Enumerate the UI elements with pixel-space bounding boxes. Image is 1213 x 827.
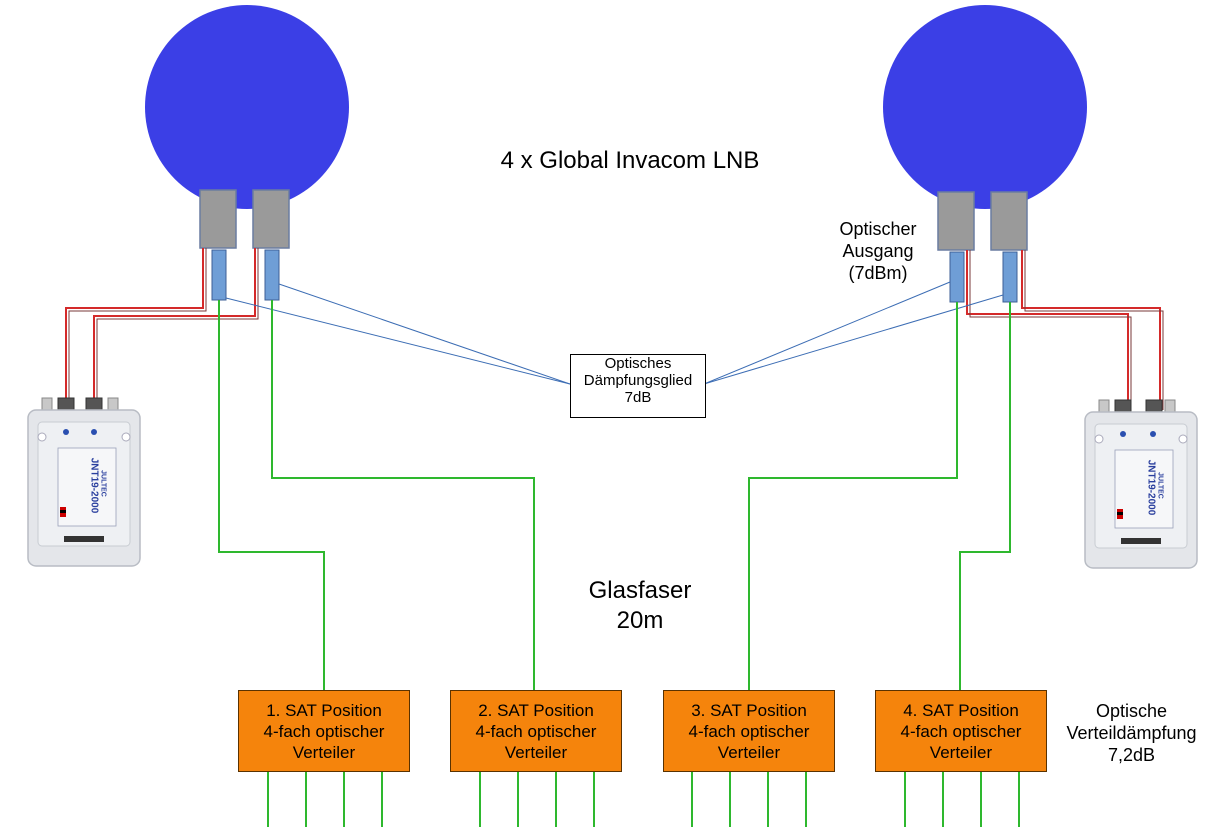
distributor-4-label: 4. SAT Position 4-fach optischer Verteil… (900, 700, 1022, 762)
coax-cable-left-2-shadow (96, 248, 259, 410)
attenuator-line-1 (225, 297, 571, 385)
coax-cable-right-1 (966, 250, 1129, 410)
fiber-label: Glasfaser 20m (588, 577, 692, 634)
lnb-3 (937, 191, 975, 251)
coax-cable-right-2-shadow (1024, 250, 1164, 410)
optical-connector-4 (1002, 251, 1018, 303)
distributor-2: 2. SAT Position 4-fach optischer Verteil… (450, 690, 622, 772)
coax-cable-left-1-shadow (68, 248, 207, 410)
distributor-outputs (267, 772, 1020, 827)
coax-cable-right-1-shadow (969, 250, 1132, 410)
optical-output-label: Optischer Ausgang (7dBm) (839, 219, 917, 283)
right-satellite-dish (883, 5, 1087, 209)
coax-cable-left-1 (65, 248, 204, 410)
left-power-supply (27, 397, 141, 567)
attenuator-line-3 (703, 281, 951, 385)
fiber-line-2 (271, 300, 535, 690)
lnb-4 (990, 191, 1028, 251)
fiber-line-1 (218, 300, 325, 690)
distribution-loss-label: Optische Verteildämpfung 7,2dB (1066, 701, 1197, 765)
power-supply-right-brand: JULTEC (1156, 472, 1164, 499)
lnb-1 (199, 189, 237, 249)
distributor-1-label: 1. SAT Position 4-fach optischer Verteil… (263, 700, 385, 762)
fiber-line-3 (748, 302, 958, 690)
distributor-4: 4. SAT Position 4-fach optischer Verteil… (875, 690, 1047, 772)
distributor-3-label: 3. SAT Position 4-fach optischer Verteil… (688, 700, 810, 762)
attenuator-line-4 (703, 294, 1004, 385)
left-satellite-dish (145, 5, 349, 209)
distributor-2-label: 2. SAT Position 4-fach optischer Verteil… (475, 700, 597, 762)
optical-connector-1 (211, 249, 227, 301)
right-power-supply (1084, 399, 1198, 569)
diagram-title: 4 x Global Invacom LNB (500, 147, 760, 174)
power-supply-right-model: JNT19-2000 (1145, 459, 1157, 516)
fiber-line-4 (959, 302, 1011, 690)
distributor-3: 3. SAT Position 4-fach optischer Verteil… (663, 690, 835, 772)
attenuator-line-2 (278, 283, 571, 385)
optical-connector-2 (264, 249, 280, 301)
optical-connector-3 (949, 251, 965, 303)
power-supply-left-brand: JULTEC (99, 470, 107, 497)
lnb-2 (252, 189, 290, 249)
attenuator-label: Optisches Dämpfungsglied 7dB (570, 354, 706, 418)
coax-cable-right-2 (1021, 250, 1161, 410)
power-supply-left-model: JNT19-2000 (88, 457, 100, 514)
distributor-1: 1. SAT Position 4-fach optischer Verteil… (238, 690, 410, 772)
coax-cable-left-2 (93, 248, 256, 410)
